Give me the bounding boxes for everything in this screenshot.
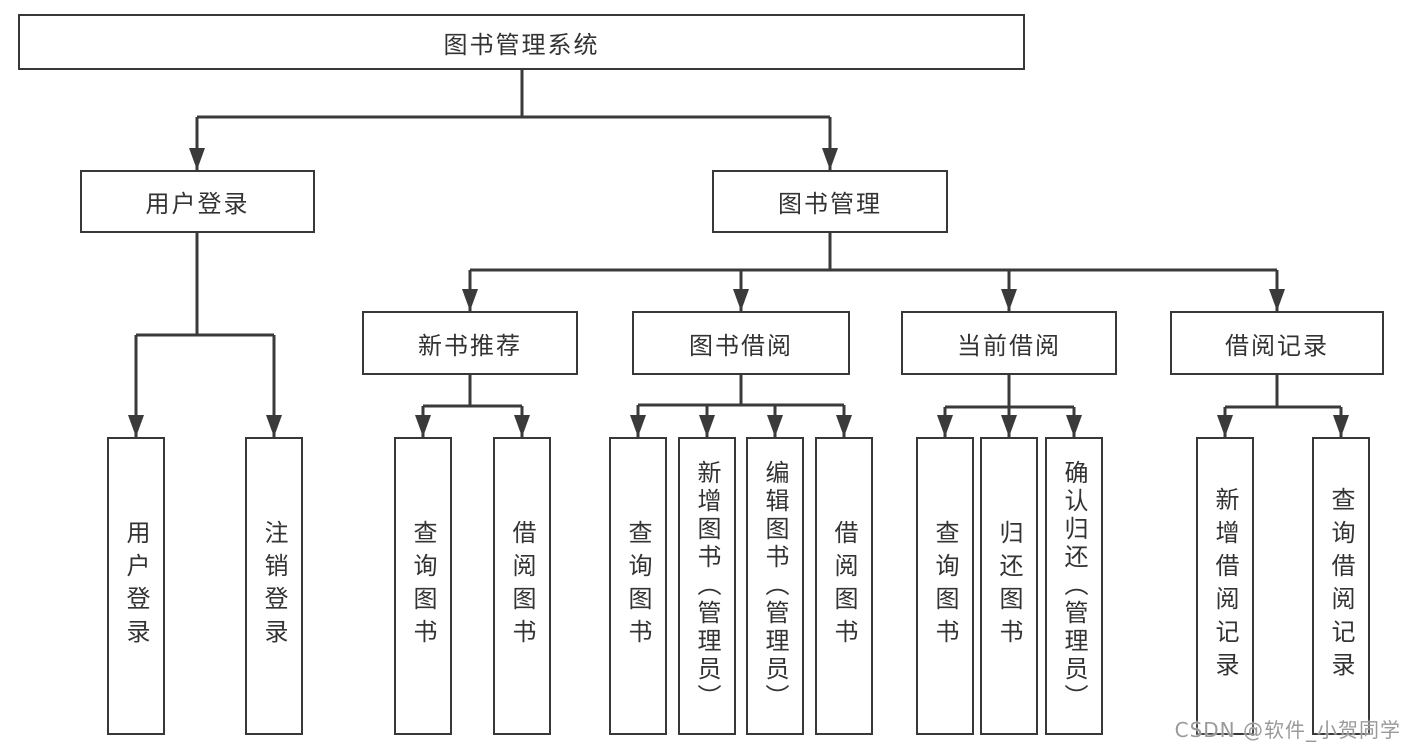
node-label: 借阅图书 (830, 520, 858, 652)
node-label: 查询图书 (931, 520, 959, 652)
node-label: 新增图书（管理员） (693, 460, 721, 712)
leaf-return-book: 归还图书 (980, 437, 1038, 735)
leaf-borrow-books: 借阅图书 (493, 437, 551, 735)
leaf-query-books: 查询图书 (916, 437, 974, 735)
node-label: 查询图书 (409, 520, 437, 652)
node-book-borrow: 图书借阅 (632, 311, 850, 375)
node-label: 当前借阅 (957, 331, 1061, 360)
node-library-management-system: 图书管理系统 (18, 14, 1025, 70)
node-book-management: 图书管理 (712, 170, 948, 233)
csdn-watermark: CSDN @软件_小贺同学 (1174, 718, 1401, 742)
leaf-query-books: 查询图书 (394, 437, 452, 735)
node-current-borrow: 当前借阅 (901, 311, 1117, 375)
node-label: 图书管理系统 (443, 30, 600, 59)
leaf-edit-book-admin: 编辑图书（管理员） (746, 437, 804, 735)
node-label: 编辑图书（管理员） (761, 460, 789, 712)
node-label: 用户登录 (145, 190, 250, 218)
node-label: 确认归还（管理员） (1060, 460, 1088, 712)
node-label: 借阅记录 (1225, 331, 1329, 360)
node-user-login: 用户登录 (80, 170, 315, 233)
node-borrow-records: 借阅记录 (1170, 311, 1384, 375)
node-new-book-recommend: 新书推荐 (362, 311, 578, 375)
node-label: 新书推荐 (418, 331, 522, 360)
node-label: 借阅图书 (508, 520, 536, 652)
node-label: 归还图书 (995, 520, 1023, 652)
leaf-query-books: 查询图书 (609, 437, 667, 735)
node-label: 查询借阅记录 (1327, 487, 1355, 685)
leaf-logout: 注销登录 (245, 437, 303, 735)
leaf-user-login: 用户登录 (107, 437, 165, 735)
leaf-borrow-books: 借阅图书 (815, 437, 873, 735)
node-label: 图书管理 (778, 190, 882, 218)
node-label: 图书借阅 (689, 331, 793, 360)
leaf-add-book-admin: 新增图书（管理员） (678, 437, 736, 735)
leaf-add-borrow-record: 新增借阅记录 (1196, 437, 1254, 735)
node-label: 查询图书 (624, 520, 652, 652)
node-label: 用户登录 (122, 520, 150, 652)
leaf-confirm-return-admin: 确认归还（管理员） (1045, 437, 1103, 735)
leaf-query-borrow-record: 查询借阅记录 (1312, 437, 1370, 735)
node-label: 注销登录 (260, 520, 288, 652)
node-label: 新增借阅记录 (1211, 487, 1239, 685)
